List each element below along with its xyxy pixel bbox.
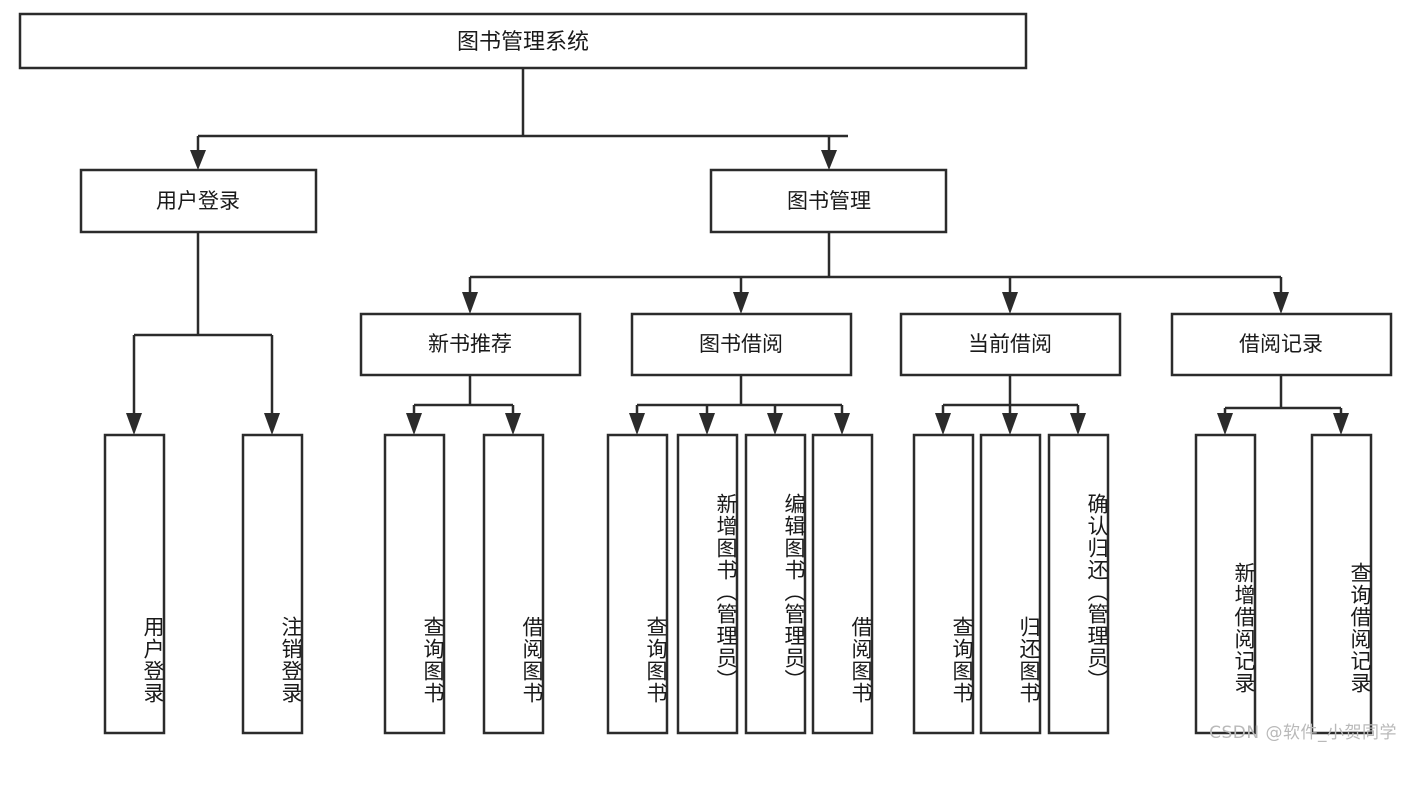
node-leaf-query-book-1-box[interactable] [383, 433, 446, 735]
node-leaf-return-book-box[interactable] [979, 433, 1042, 735]
node-book-borrow-label: 图书借阅 [699, 332, 783, 356]
diagram-svg: 图书管理系统 用户登录 图书管理 新书推荐 图书借阅 当前借阅 借阅记录 [18, 12, 1393, 735]
connector-bookborrow-to-leaves [629, 375, 850, 435]
node-leaf-logout-login-box[interactable] [241, 433, 304, 735]
node-leaf-borrow-book-1-box[interactable] [482, 433, 545, 735]
node-book-management-label: 图书管理 [787, 189, 871, 213]
node-leaf-edit-book-box[interactable] [744, 433, 807, 735]
connector-borrowrecord-to-leaves [1217, 375, 1349, 435]
node-book-management-box[interactable] [709, 168, 948, 234]
node-leaf-query-record-box[interactable] [1310, 433, 1373, 735]
node-leaf-query-book-3-box[interactable] [912, 433, 975, 735]
node-user-login-box[interactable] [79, 168, 318, 234]
node-book-management[interactable]: 图书管理 [709, 168, 948, 234]
node-new-book-recommend[interactable]: 新书推荐 [359, 312, 582, 377]
node-current-borrow-box[interactable] [899, 312, 1122, 377]
connector-userlogin-to-leaves [126, 232, 280, 435]
csdn-watermark: CSDN @软件_小贺同学 [1209, 723, 1397, 743]
node-borrow-record[interactable]: 借阅记录 [1170, 312, 1393, 377]
node-root-label: 图书管理系统 [457, 30, 589, 55]
connector-currentborrow-to-leaves [935, 375, 1086, 435]
node-leaf-add-record-box[interactable] [1194, 433, 1257, 735]
connector-bookmgmt-to-level3 [462, 232, 1289, 314]
node-leaf-confirm-return-box[interactable] [1047, 433, 1110, 735]
connector-root-to-level2 [190, 68, 848, 170]
node-new-book-recommend-label: 新书推荐 [428, 332, 512, 356]
node-book-borrow[interactable]: 图书借阅 [630, 312, 853, 377]
node-root[interactable]: 图书管理系统 [18, 12, 1028, 70]
node-book-borrow-box[interactable] [630, 312, 853, 377]
node-borrow-record-box[interactable] [1170, 312, 1393, 377]
node-current-borrow-label: 当前借阅 [968, 332, 1052, 356]
node-borrow-record-label: 借阅记录 [1239, 332, 1323, 356]
node-leaf-add-book-box[interactable] [676, 433, 739, 735]
node-new-book-recommend-box[interactable] [359, 312, 582, 377]
connector-newbook-to-leaves [406, 375, 521, 435]
node-leaf-query-book-2-box[interactable] [606, 433, 669, 735]
diagram-canvas: 图书管理系统 用户登录 图书管理 新书推荐 图书借阅 当前借阅 借阅记录 [18, 12, 1397, 743]
node-user-login[interactable]: 用户登录 [79, 168, 318, 234]
node-user-login-label: 用户登录 [156, 189, 240, 213]
node-leaf-user-login-box[interactable] [103, 433, 166, 735]
node-leaf-borrow-book-2-box[interactable] [811, 433, 874, 735]
node-root-box[interactable] [18, 12, 1028, 70]
node-current-borrow[interactable]: 当前借阅 [899, 312, 1122, 377]
